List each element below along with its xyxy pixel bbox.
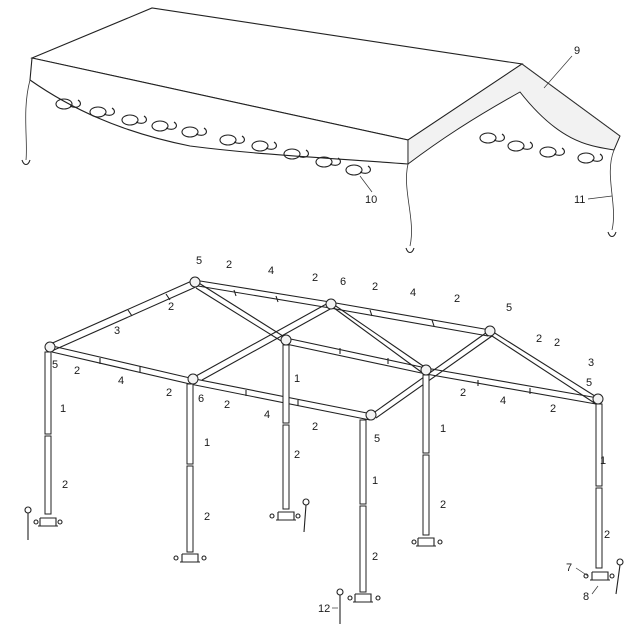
callout-9: 9 [574,45,580,57]
leg-4-lower [359,505,367,593]
frame-part-label: 2 [204,511,210,523]
foot-plates [38,511,610,603]
frame-part-label: 4 [268,265,274,277]
joint-center-ridge [325,298,337,310]
frame-part-label: 1 [600,455,606,467]
rope-back-right [609,149,615,231]
joint-right-ridge [484,325,496,337]
bungee-loops-front [55,98,371,176]
rafter-center-back [329,301,427,369]
leg-1-lower [44,435,52,515]
frame-part-label: 1 [294,373,300,385]
frame-part-label: 4 [410,287,416,299]
frame-part-label: 2 [74,365,80,377]
frame-part-label: 2 [440,499,446,511]
bungee-loops-gable [479,132,603,164]
frame-part-label: 2 [550,403,556,415]
callout-8: 8 [583,591,589,603]
frame-part-label: 1 [204,437,210,449]
frame-part-label: 5 [52,359,58,371]
leg-2-lower [186,465,194,553]
frame-part-label: 4 [264,409,270,421]
joint-left-front [44,341,56,353]
frame-part-label: 1 [440,423,446,435]
frame-part-label: 2 [372,281,378,293]
frame-part-label: 2 [536,333,542,345]
rope-front-right [406,163,412,247]
joint-center-front [187,373,199,385]
leg-2-upper [186,383,194,465]
hardware-callouts: 12 7 8 [318,562,599,615]
frame-part-label: 1 [60,403,66,415]
leg-3-upper [282,344,290,424]
frame-part-label: 2 [294,449,300,461]
canopy-gable-end [407,63,621,165]
frame-part-label: 2 [454,293,460,305]
leg-5-upper [422,374,430,454]
frame-part-label: 4 [500,395,506,407]
frame-part-label: 2 [554,337,560,349]
callout-12: 12 [318,603,330,615]
frame-part-label: 2 [372,551,378,563]
back-eave-rail [193,279,599,399]
rope-left [25,79,31,161]
canopy-cover [21,7,621,254]
frame-part-label: 3 [114,325,120,337]
front-eave-rail [47,344,373,415]
frame-part-label: 1 [372,475,378,487]
leg-4-upper [359,419,367,505]
frame-part-label: 2 [312,272,318,284]
rafter-right-back [489,329,599,399]
frame-part-label: 6 [198,393,204,405]
frame-part-label: 3 [588,357,594,369]
joint-left-back [189,276,201,288]
callout-7: 7 [566,562,572,574]
joint-right-back [592,393,604,405]
canopy-callouts: 9 10 11 [359,45,613,206]
frame-part-label: 6 [340,276,346,288]
ground-stakes [24,498,624,624]
frame-part-label: 5 [196,255,202,267]
leg-6-lower [595,487,603,569]
frame-part-label: 5 [586,377,592,389]
frame-part-label: 2 [166,387,172,399]
frame-part-label: 2 [312,421,318,433]
callout-11: 11 [574,194,585,206]
frame-part-label: 2 [604,529,610,541]
joint-mid-back [420,364,432,376]
canopy-front-valance [29,57,409,165]
frame-part-label: 4 [118,375,124,387]
frame-part-label: 2 [62,479,68,491]
frame-part-label: 2 [460,387,466,399]
roof-rail-left-end [47,279,195,346]
frame-part-label: 5 [506,302,512,314]
frame-part-label: 2 [224,399,230,411]
frame-part-label: 2 [226,259,232,271]
leg-5-lower [422,454,430,536]
callout-10: 10 [365,194,377,206]
frame-part-label: 5 [374,433,380,445]
leg-6-upper [595,403,603,487]
leg-3-lower [282,424,290,510]
rafter-center-front [195,301,331,377]
leg-1-upper [44,351,52,435]
joint-center-back [280,334,292,346]
joint-right-front [365,409,377,421]
frame-part-label: 2 [168,301,174,313]
